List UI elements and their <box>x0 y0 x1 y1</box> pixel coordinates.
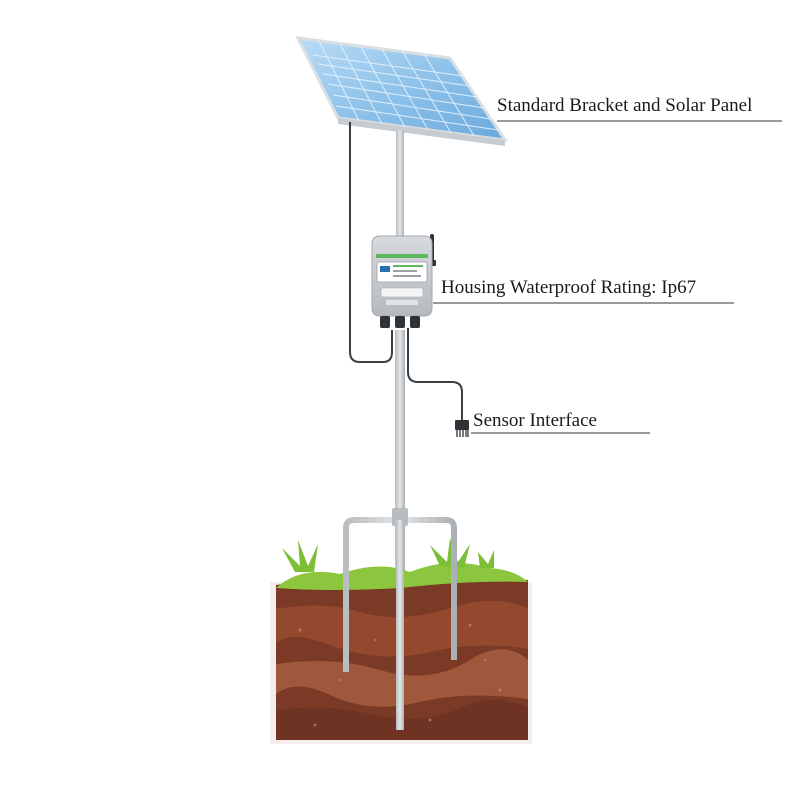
mounting-pole <box>396 130 404 245</box>
sensor-cable <box>407 328 463 422</box>
panel-power-cable <box>349 122 393 363</box>
display-screen-icon <box>376 261 428 283</box>
sensor-interface-label: Sensor Interface <box>473 410 597 431</box>
grass-tuft-right <box>430 538 494 568</box>
grass-tuft-left <box>282 540 318 572</box>
solar-panel <box>295 36 509 146</box>
housing-box <box>371 235 433 328</box>
sensor-probe-icon <box>455 420 469 437</box>
solar-panel-label: Standard Bracket and Solar Panel <box>497 95 753 116</box>
housing-label: Housing Waterproof Rating: Ip67 <box>441 277 697 298</box>
ground-tripod <box>343 508 457 730</box>
